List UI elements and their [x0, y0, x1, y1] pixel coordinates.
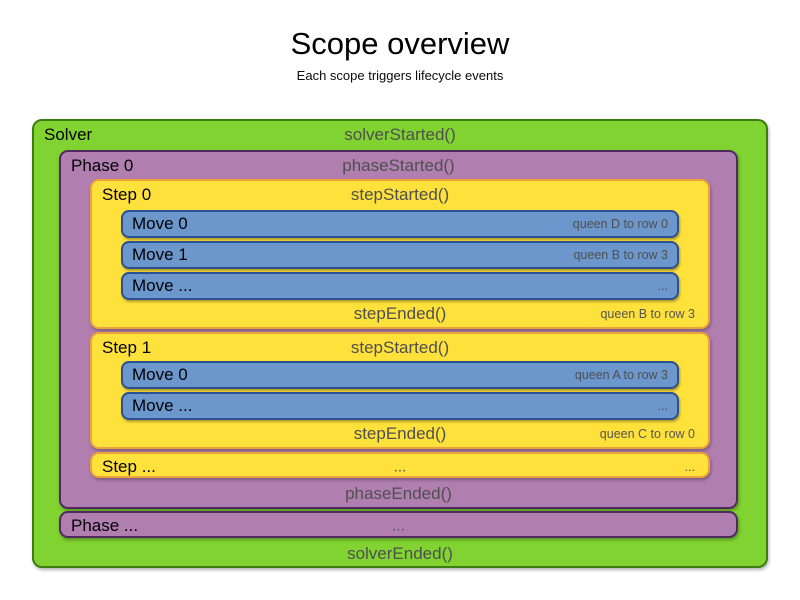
- move-label: Move 1: [132, 245, 188, 264]
- step-etc-center-ellipsis: ...: [393, 458, 407, 476]
- phase-etc-row: Phase ... ...: [61, 513, 736, 539]
- phase-0-label: Phase 0: [71, 155, 134, 175]
- move-annotation: ...: [657, 279, 668, 293]
- step-0-header-row: Step 0 stepStarted(): [92, 181, 708, 208]
- page-title: Scope overview: [290, 26, 510, 61]
- phase-0-header-row: Phase 0 phaseStarted(): [61, 152, 736, 179]
- phase-etc-scope-box: Phase ... ...: [59, 511, 738, 538]
- step-0-started-event: stepStarted(): [350, 184, 450, 204]
- move-label: Move 0: [132, 365, 188, 384]
- phase-0-ended-row: phaseEnded(): [61, 480, 736, 507]
- solver-header-row: Solver solverStarted(): [34, 121, 766, 148]
- step-1-move-etc-box: Move ... ...: [121, 392, 679, 420]
- solver-ended-row: solverEnded(): [34, 540, 766, 567]
- step-1-ended-event: stepEnded(): [353, 423, 447, 443]
- move-label: Move 0: [132, 214, 188, 233]
- phase-0-started-event: phaseStarted(): [342, 155, 455, 175]
- step-1-started-event: stepStarted(): [350, 337, 450, 357]
- move-annotation: queen A to row 3: [574, 368, 668, 382]
- step-0-move-1-box: Move 1 queen B to row 3: [121, 241, 679, 269]
- phase-etc-label: Phase ...: [71, 516, 139, 535]
- step-0-move-etc-box: Move ... ...: [121, 272, 679, 300]
- move-annotation: ...: [657, 399, 668, 413]
- step-0-move-0-box: Move 0 queen D to row 0: [121, 210, 679, 238]
- move-label: Move ...: [132, 396, 193, 415]
- step-1-ended-row: stepEnded() queen C to row 0: [92, 420, 708, 447]
- step-etc-scope-box: Step ... ... ...: [90, 452, 710, 478]
- move-label: Move ...: [132, 276, 193, 295]
- solver-ended-event: solverEnded(): [347, 543, 453, 563]
- step-1-move-0-box: Move 0 queen A to row 3: [121, 361, 679, 389]
- step-etc-row: Step ... ... ...: [92, 454, 708, 480]
- phase-0-ended-event: phaseEnded(): [345, 483, 452, 503]
- move-annotation: queen D to row 0: [572, 217, 668, 231]
- step-0-ended-annotation: queen B to row 3: [600, 306, 695, 321]
- phase-0-scope-box: Phase 0 phaseStarted() Step 0 stepStarte…: [59, 150, 738, 509]
- step-0-ended-event: stepEnded(): [353, 303, 447, 323]
- solver-started-event: solverStarted(): [344, 124, 456, 144]
- step-etc-right-ellipsis: ...: [684, 460, 695, 474]
- phase-etc-center-ellipsis: ...: [392, 517, 405, 535]
- step-1-ended-annotation: queen C to row 0: [599, 426, 695, 441]
- step-1-header-row: Step 1 stepStarted(): [92, 334, 708, 361]
- step-0-scope-box: Step 0 stepStarted() Move 0 queen D to r…: [90, 179, 710, 329]
- step-1-scope-box: Step 1 stepStarted() Move 0 queen A to r…: [90, 332, 710, 449]
- step-etc-label: Step ...: [102, 457, 156, 476]
- solver-scope-box: Solver solverStarted() Phase 0 phaseStar…: [32, 119, 768, 568]
- solver-label: Solver: [44, 124, 93, 144]
- page-subtitle: Each scope triggers lifecycle events: [296, 68, 504, 83]
- step-0-label: Step 0: [102, 184, 152, 204]
- step-0-ended-row: stepEnded() queen B to row 3: [92, 300, 708, 327]
- step-1-label: Step 1: [102, 337, 152, 357]
- move-annotation: queen B to row 3: [573, 248, 668, 262]
